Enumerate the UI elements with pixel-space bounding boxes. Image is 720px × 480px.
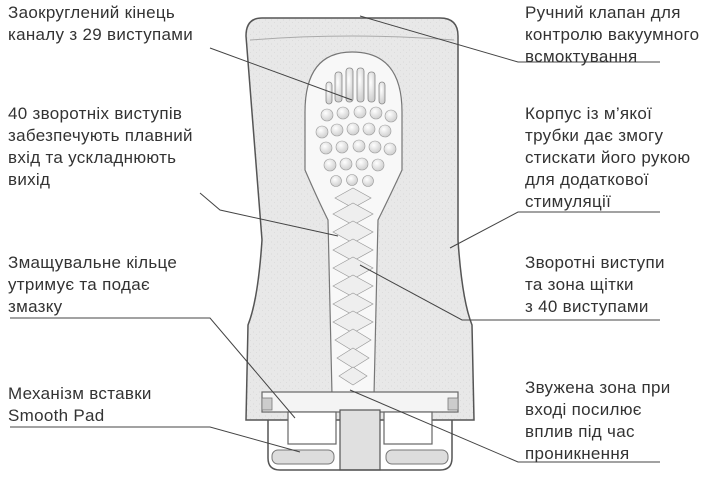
leader-insert-mech	[10, 426, 301, 453]
leader-narrow-zone	[349, 389, 660, 463]
label-reverse-brush: Зворотні виступи та зона щітки з 40 вист…	[525, 253, 665, 316]
label-reverse-40: 40 зворотніх виступів забезпечують плавн…	[8, 104, 193, 189]
leader-lube-ring	[10, 317, 296, 419]
ribbed-spine	[332, 187, 374, 386]
base-fitting	[261, 391, 459, 471]
top-cap-line	[249, 35, 455, 41]
leader-reverse-40	[199, 192, 339, 237]
nub-grid	[315, 105, 398, 187]
label-rounded-end: Заокруглений кінець каналу з 29 виступам…	[8, 3, 194, 44]
label-insert-mech: Механізм вставки Smooth Pad	[8, 384, 152, 425]
leader-lines	[10, 15, 660, 463]
label-narrow-zone: Звужена зона при вході посилює вплив під…	[525, 378, 671, 463]
leader-rounded-end	[209, 47, 353, 101]
leader-manual-valve	[359, 15, 660, 63]
leader-reverse-brush	[359, 264, 660, 321]
label-lube-ring: Змащувальне кільце утримує та подає змаз…	[8, 253, 178, 316]
leader-soft-tube	[449, 211, 660, 249]
channel-end-fingers	[325, 67, 386, 105]
label-soft-tube: Корпус із м’якої трубки дає змогу стиска…	[525, 104, 691, 211]
label-manual-valve: Ручний клапан для контролю вакуумного вс…	[525, 3, 700, 66]
